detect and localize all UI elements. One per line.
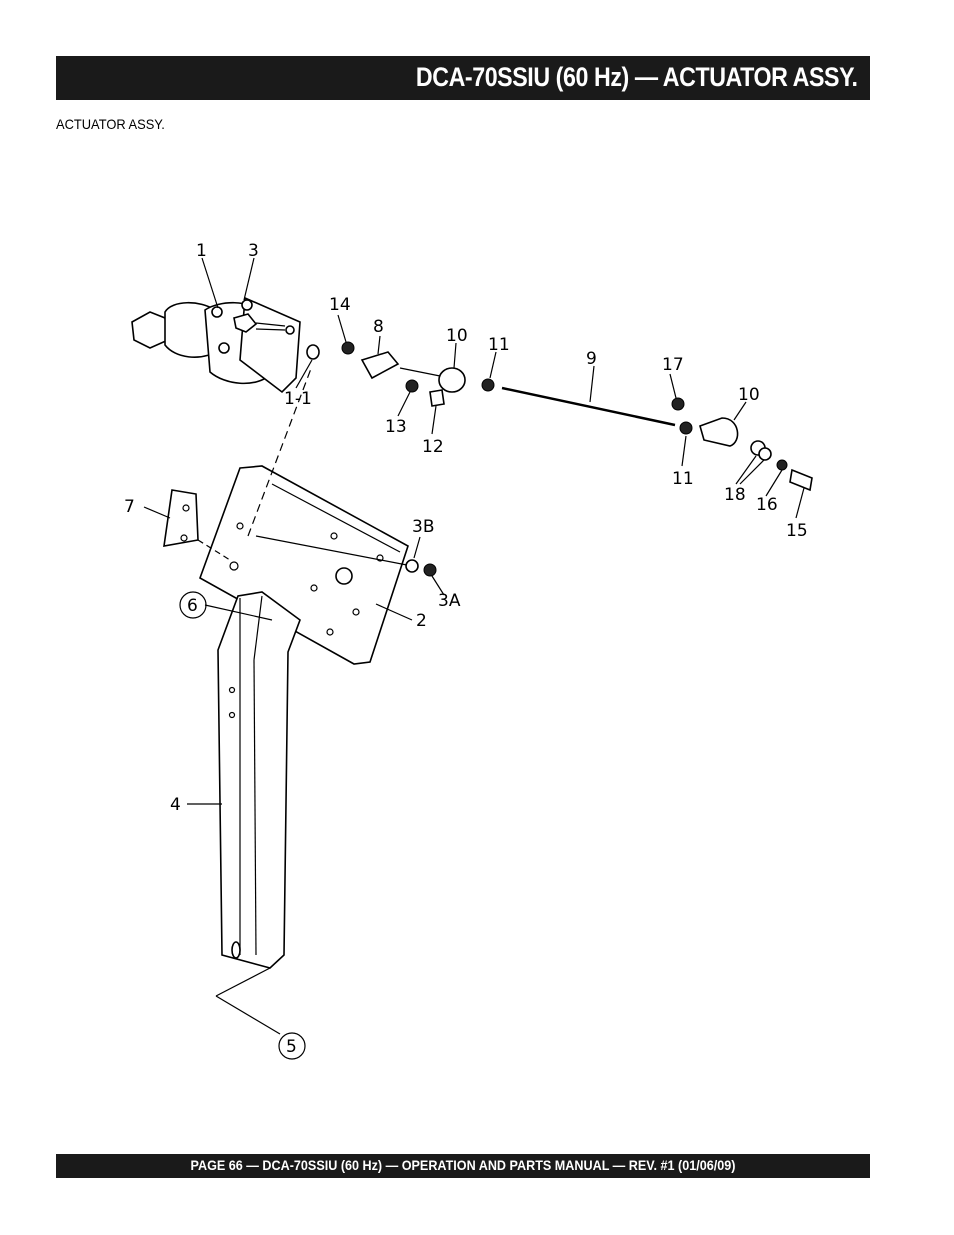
linkage-parts-right bbox=[671, 397, 813, 492]
callout-3B: 3B bbox=[412, 517, 434, 537]
header-bar: DCA-70SSIU (60 Hz) — ACTUATOR ASSY. bbox=[56, 56, 870, 100]
callout-17: 17 bbox=[662, 355, 684, 375]
rod bbox=[501, 386, 676, 427]
callout-labels: 1 3 14 8 10 11 9 17 10 1-1 13 12 11 18 1… bbox=[124, 241, 808, 1057]
section-label: ACTUATOR ASSY. bbox=[56, 116, 165, 132]
callout-13: 13 bbox=[385, 417, 407, 437]
callout-15: 15 bbox=[786, 521, 808, 541]
page-title: DCA-70SSIU (60 Hz) — ACTUATOR ASSY. bbox=[416, 62, 858, 92]
callout-1: 1 bbox=[196, 241, 207, 261]
callout-11-bottom: 11 bbox=[672, 469, 694, 489]
leader-lines bbox=[143, 257, 805, 1060]
callout-2: 2 bbox=[416, 611, 427, 631]
bracket bbox=[163, 489, 231, 561]
callout-8: 8 bbox=[373, 317, 384, 337]
callout-1-1: 1-1 bbox=[284, 389, 312, 409]
mounting-plate bbox=[199, 365, 437, 665]
callout-7: 7 bbox=[124, 497, 135, 517]
callout-6: 6 bbox=[187, 596, 198, 616]
callout-10-left: 10 bbox=[446, 326, 468, 346]
actuator-body bbox=[131, 296, 320, 394]
callout-11-top: 11 bbox=[488, 335, 510, 355]
callout-4: 4 bbox=[170, 795, 181, 815]
support-channel bbox=[217, 591, 301, 969]
callout-9: 9 bbox=[586, 349, 597, 369]
callout-16: 16 bbox=[756, 495, 778, 515]
callout-12: 12 bbox=[422, 437, 444, 457]
callout-18: 18 bbox=[724, 485, 746, 505]
footer-text: PAGE 66 — DCA-70SSIU (60 Hz) — OPERATION… bbox=[190, 1157, 736, 1173]
callout-3A: 3A bbox=[438, 591, 461, 611]
linkage-parts-left bbox=[341, 341, 495, 407]
callout-14: 14 bbox=[329, 295, 351, 315]
footer-bar: PAGE 66 — DCA-70SSIU (60 Hz) — OPERATION… bbox=[56, 1154, 870, 1178]
callout-3: 3 bbox=[248, 241, 259, 261]
callout-10-right: 10 bbox=[738, 385, 760, 405]
callout-5: 5 bbox=[286, 1037, 297, 1057]
